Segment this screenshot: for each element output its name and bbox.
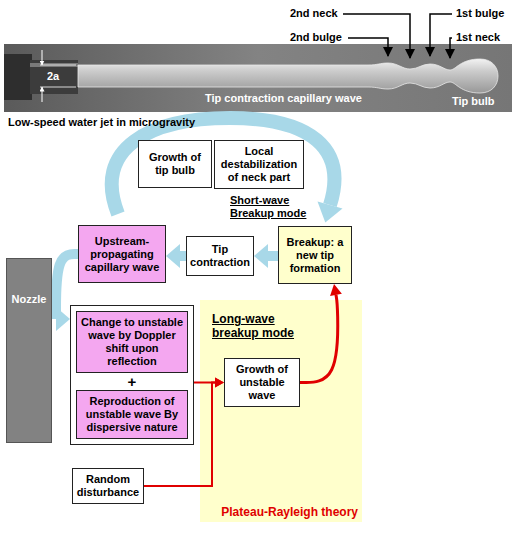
- nozzle-metal: [30, 60, 78, 94]
- nozzle-shine: [30, 63, 78, 67]
- part-label: 2nd neck: [290, 7, 338, 20]
- photo-label: Tip contraction capillary wave: [205, 92, 362, 105]
- nozzle-block: Nozzle: [6, 258, 52, 443]
- arrow-head: [215, 378, 224, 388]
- box-text: Tip contraction: [190, 243, 250, 269]
- dimension-tick: [40, 87, 76, 88]
- dimension-arrow: [42, 50, 43, 65]
- photo-label: Tip bulb: [452, 95, 495, 108]
- dimension-tick: [40, 65, 76, 66]
- group-box: + Change to unstable wave by Doppler shif…: [70, 305, 194, 445]
- arrow-head: [56, 307, 70, 331]
- mode-heading: Short-wave Breakup mode: [230, 194, 314, 220]
- nozzle-metal: [4, 54, 32, 100]
- water-jet: [78, 59, 498, 93]
- connector-group: [194, 378, 224, 388]
- process-box: Local destabilization of neck part: [214, 140, 304, 189]
- process-box: Growth of tip bulb: [138, 140, 212, 188]
- photo-ground: [4, 44, 512, 112]
- mechanism-box: Upstream-propagating capillary wave: [78, 225, 166, 283]
- flow-arrow: [268, 251, 278, 261]
- dimension-label: 2a: [47, 70, 59, 83]
- box-text: Breakup: a new tip formation: [282, 236, 348, 275]
- process-box: Tip contraction: [186, 236, 254, 276]
- mechanism-box: Change to unstable wave by Doppler shift…: [76, 311, 188, 373]
- plus-sign: +: [76, 373, 188, 390]
- mechanism-box: Reproduction of unstable wave By dispers…: [76, 390, 188, 439]
- box-text: Growth of tip bulb: [142, 151, 208, 177]
- leader-line: [343, 14, 410, 58]
- box-text: Reproduction of unstable wave By dispers…: [80, 395, 184, 434]
- breakup-box: Breakup: a new tip formation: [278, 226, 352, 284]
- mode-region: Long-wave breakup modePlateau-Rayleigh t…: [200, 300, 362, 522]
- leader-line: [450, 38, 452, 58]
- connector-group: [300, 284, 342, 383]
- cycle-arrow: [112, 118, 335, 214]
- arrow-head: [166, 244, 180, 268]
- box-text: Local destabilization of neck part: [218, 145, 300, 184]
- part-label: 1st neck: [456, 31, 500, 44]
- part-label: 1st bulge: [456, 7, 504, 20]
- box-text: Random disturbance: [76, 473, 140, 499]
- leader-line: [430, 14, 452, 56]
- box-text: Change to unstable wave by Doppler shift…: [80, 316, 184, 368]
- connector-group: [254, 244, 278, 268]
- dimension-arrow: [42, 87, 43, 102]
- process-box: Random disturbance: [72, 468, 144, 504]
- photo-caption: Low-speed water jet in microgravity: [8, 116, 195, 129]
- box-text: Nozzle: [12, 293, 47, 306]
- arrow-head: [215, 378, 224, 388]
- process-box: Growth of unstable wave: [224, 358, 300, 407]
- part-label: 2nd bulge: [290, 31, 342, 44]
- cycle-arrow-head: [318, 202, 343, 223]
- arrow-head: [254, 244, 268, 268]
- region-heading: Long-wave breakup mode: [212, 312, 312, 340]
- connector-group: [166, 244, 186, 268]
- box-text: Growth of unstable wave: [228, 363, 296, 402]
- leader-line: [348, 38, 388, 56]
- flow-arrow: [300, 295, 338, 383]
- theory-label: Plateau-Rayleigh theory: [221, 505, 358, 519]
- box-text: Upstream-propagating capillary wave: [82, 235, 162, 274]
- arrow-head: [330, 284, 342, 296]
